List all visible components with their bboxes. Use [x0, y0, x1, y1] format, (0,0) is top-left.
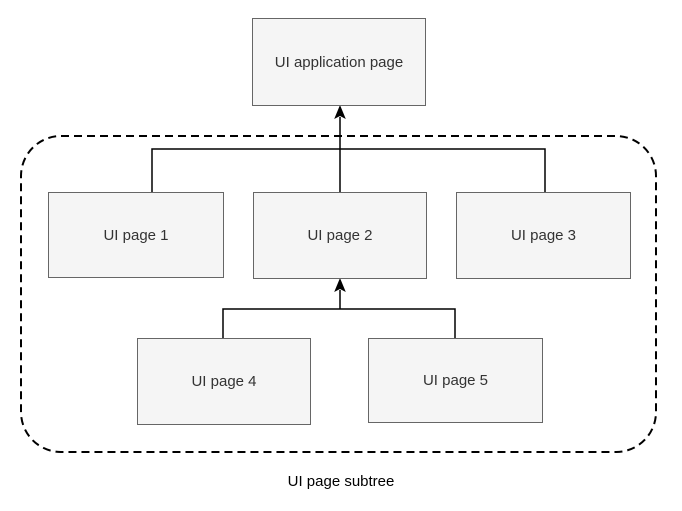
- node-ui-page-3: UI page 3: [456, 192, 631, 279]
- arrowhead-to-ui-page-2: [334, 278, 346, 292]
- connector-upper-bus: [151, 148, 546, 192]
- node-ui-application-page: UI application page: [252, 18, 426, 106]
- subtree-boundary: [20, 135, 657, 453]
- node-ui-page-2: UI page 2: [253, 192, 427, 279]
- node-ui-page-4: UI page 4: [137, 338, 311, 425]
- node-ui-page-5: UI page 5: [368, 338, 543, 423]
- connector-lower-bus: [222, 308, 456, 338]
- arrowhead-to-application-page: [334, 105, 346, 119]
- node-ui-page-1: UI page 1: [48, 192, 224, 278]
- subtree-caption: UI page subtree: [287, 473, 395, 490]
